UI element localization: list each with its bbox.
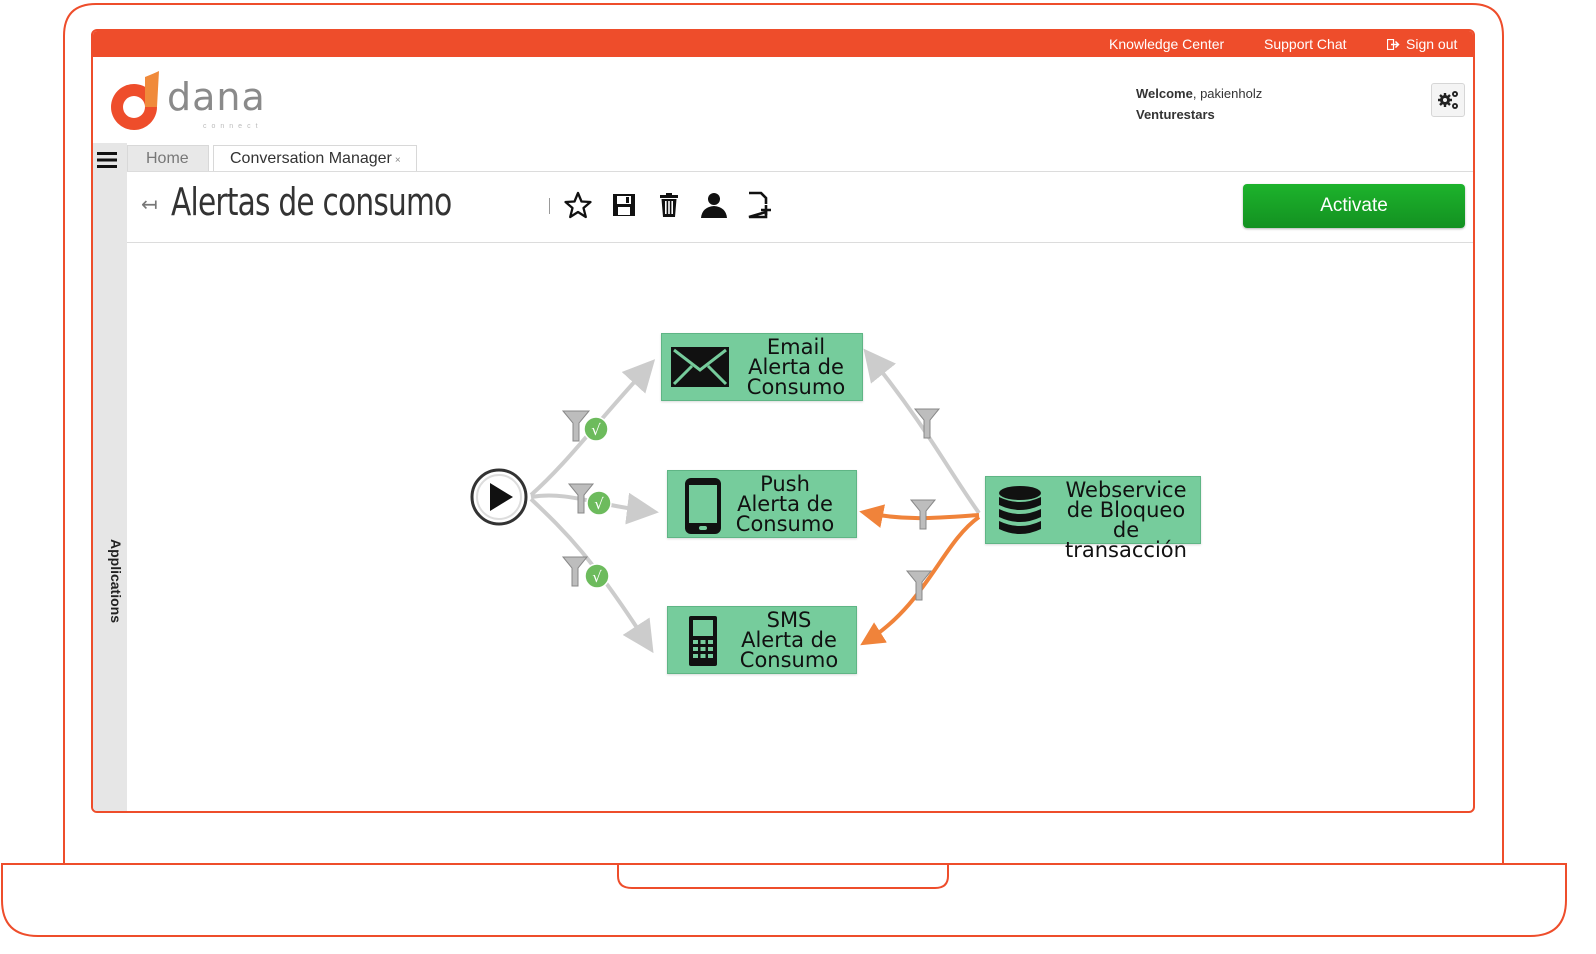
top-bar: Knowledge Center Support Chat Sign out [93,31,1473,57]
check-glyph: √ [594,495,604,513]
user-icon[interactable] [699,190,729,220]
star-icon[interactable] [563,190,593,220]
sign-out-icon [1386,38,1400,51]
connector-start-sms [529,497,654,654]
tab-close-button[interactable]: × [394,155,401,166]
settings-button[interactable] [1431,83,1465,117]
activate-button[interactable]: Activate [1243,184,1465,228]
trash-icon[interactable] [654,190,684,220]
start-node[interactable] [470,468,528,526]
add-document-icon[interactable] [744,190,774,220]
check-glyph: √ [591,421,601,439]
back-arrow-icon[interactable]: ↤ [141,194,158,216]
welcome-block: Welcome, pakienholz Venturestars [1136,83,1262,125]
dana-logo-mark-icon [111,71,159,130]
logo-wordmark: dana [167,75,266,119]
tab-home[interactable]: Home [127,145,209,171]
connector-start-email [529,359,656,497]
logo-subtext: connect [203,123,263,130]
filter-icon-webservice-push[interactable] [909,499,937,530]
filter-icon-email[interactable] [561,410,591,442]
dana-logo[interactable]: dana connect [107,71,287,135]
sign-out-label: Sign out [1406,36,1458,52]
knowledge-center-link[interactable]: Knowledge Center [1109,36,1225,52]
organization-name: Venturestars [1136,107,1215,122]
check-glyph: √ [592,568,602,586]
filter-icon-webservice-sms[interactable] [905,570,933,601]
connector-webservice-sms [860,515,981,646]
sign-out-link[interactable]: Sign out [1386,36,1458,52]
applications-sidebar[interactable]: Applications [93,143,127,811]
title-bar: ↤ Alertas de consumo Activate [127,172,1473,243]
envelope-icon [671,347,729,387]
hamburger-menu-icon[interactable] [97,151,119,169]
filter-icon-push[interactable] [567,483,595,514]
check-badge-sms [584,563,610,589]
page-title: Alertas de consumo [171,180,452,224]
tab-conversation-manager-label: Conversation Manager [230,150,392,167]
check-badge-email [583,416,609,442]
toolbar-separator [549,198,550,214]
connector-webservice-email [863,348,981,515]
check-badge-push [586,490,612,516]
support-chat-link[interactable]: Support Chat [1264,36,1347,52]
flow-connectors: √ √ √ [470,348,981,654]
database-icon [999,486,1041,534]
smartphone-icon [685,478,721,534]
play-icon [490,483,513,511]
tab-conversation-manager[interactable]: Conversation Manager× [213,145,417,171]
filter-icon-webservice-email[interactable] [913,408,941,439]
applications-label: Applications [108,538,124,623]
app-screen: Knowledge Center Support Chat Sign out d… [91,29,1475,813]
gears-icon [1438,91,1458,109]
welcome-label: Welcome [1136,86,1193,101]
filter-icon-sms[interactable] [561,556,589,587]
save-icon[interactable] [609,190,639,220]
mobile-phone-icon [689,616,717,666]
tab-divider [127,171,1473,172]
username: , pakienholz [1192,86,1263,101]
